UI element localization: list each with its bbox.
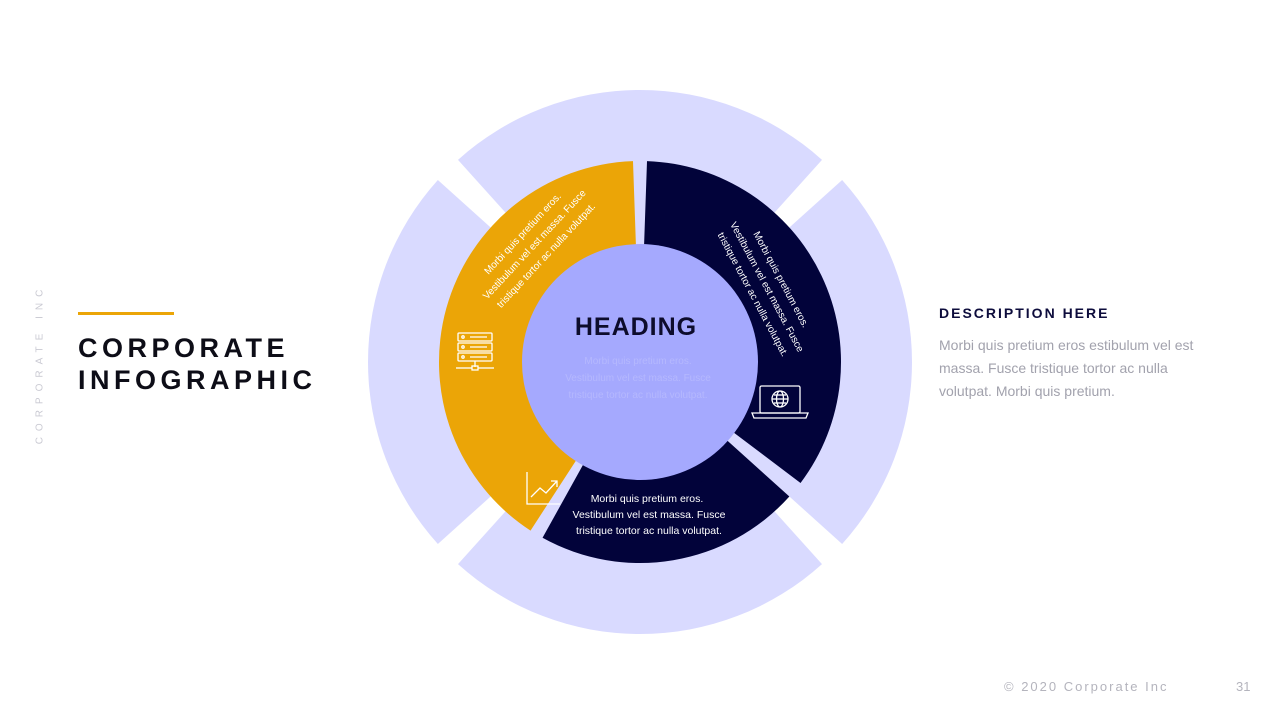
page-number: 31 [1236,679,1251,694]
center-circle [522,244,758,480]
center-body-line-2: Vestibulum vel est massa. Fusce [565,373,711,384]
center-body-line-3: tristique tortor ac nulla volutpat. [569,390,708,401]
footer-copyright: © 2020 Corporate Inc [1004,679,1169,694]
laptop-globe-icon [751,385,809,419]
server-icon [456,332,494,371]
bottom-segment-text-line-1: Morbi quis pretium eros. [591,493,704,505]
title-line-2: INFOGRAPHIC [78,365,317,395]
bottom-segment-text-line-3: tristique tortor ac nulla volutpat. [576,525,722,537]
center-heading: HEADING [575,313,697,341]
bottom-segment-text-line-2: Vestibulum vel est massa. Fusce [573,509,726,521]
title-accent-line [78,312,174,315]
center-body-line-1: Morbi quis pretium eros. [584,356,691,367]
title-line-1: CORPORATE [78,333,290,363]
outer-segment-top [458,89,822,362]
description-heading: DESCRIPTION HERE [939,305,1110,321]
description-body: Morbi quis pretium eros estibulum vel es… [939,337,1194,399]
page-title: CORPORATE INFOGRAPHIC [78,332,378,396]
growth-chart-icon [526,472,560,505]
